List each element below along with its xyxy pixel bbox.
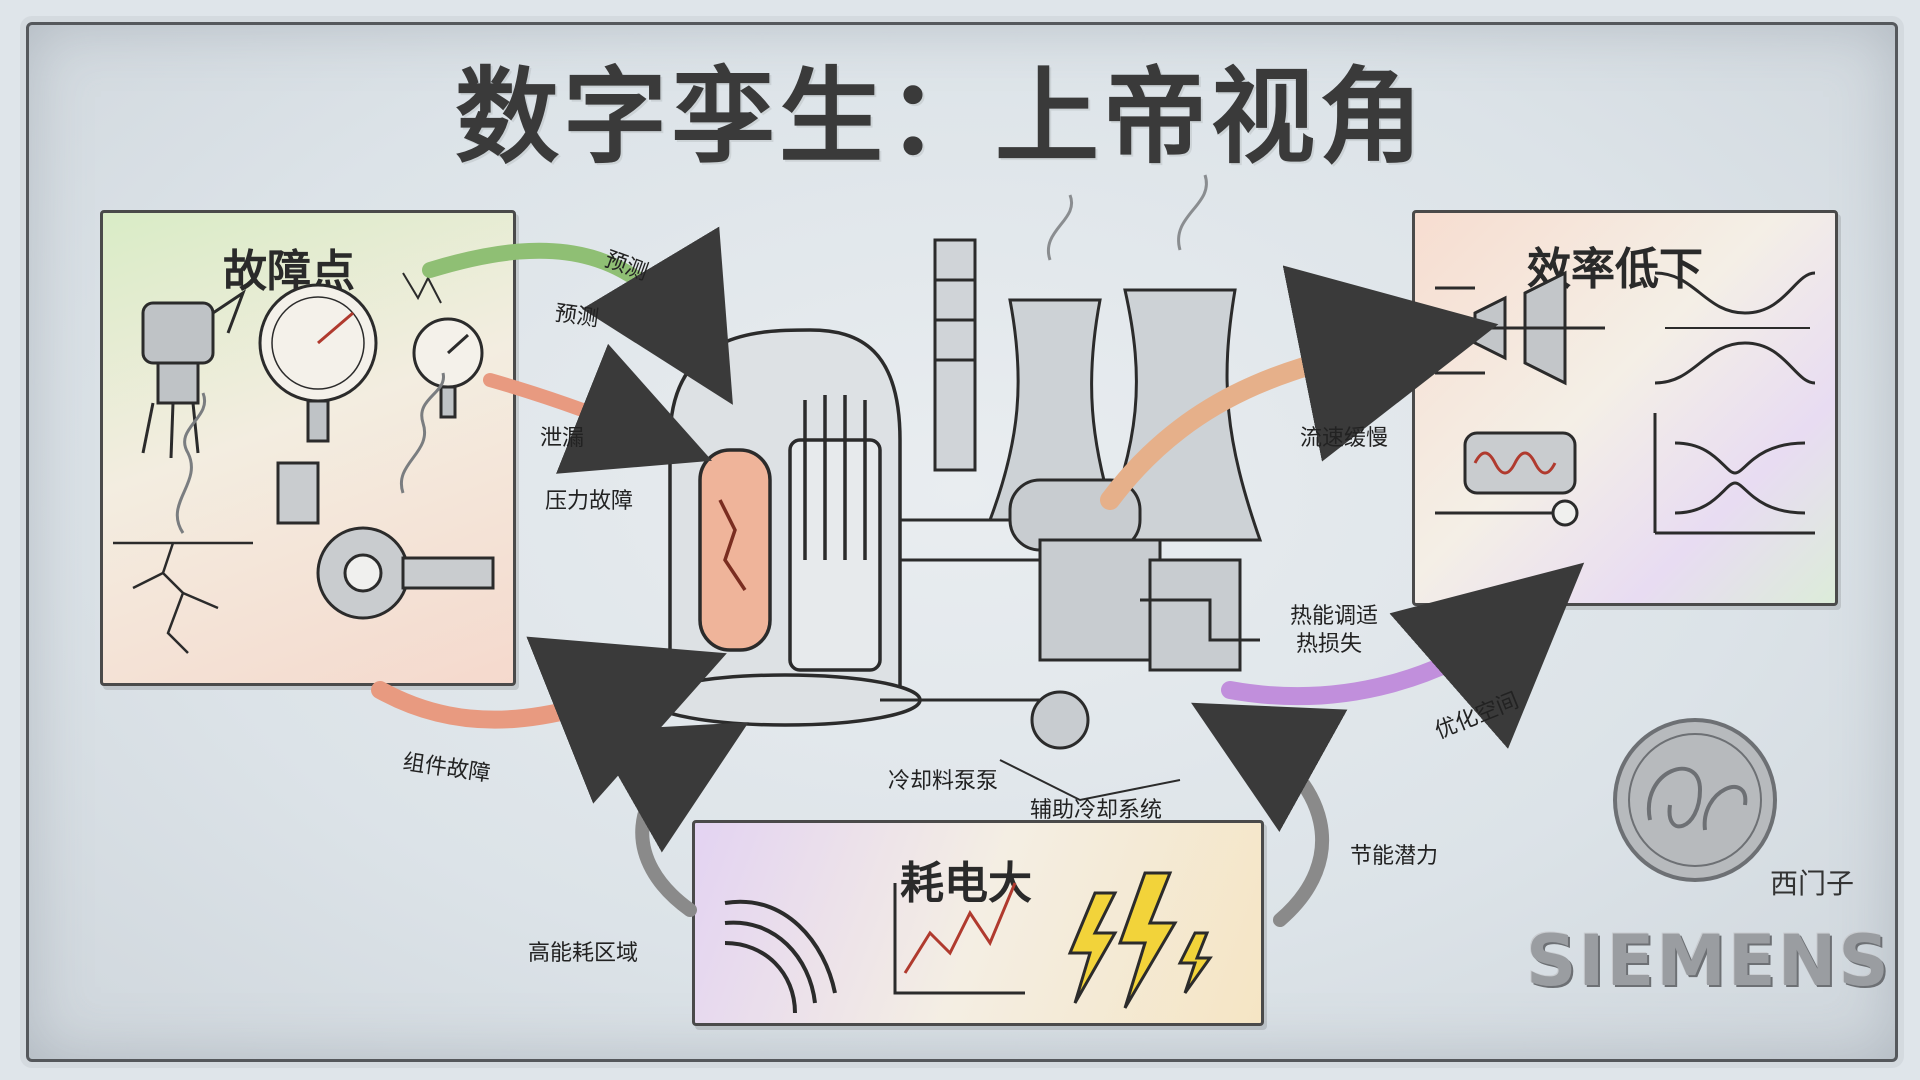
label-leak: 泄漏	[540, 426, 585, 451]
siemens-logo: SIEMENS	[1526, 920, 1891, 1002]
label-heat-loss-b: 热损失	[1296, 632, 1363, 657]
fault-sketches	[113, 272, 495, 654]
label-predict-b: 预测	[553, 301, 601, 332]
flow-diagram-icon	[1653, 413, 1815, 535]
power-sketches	[724, 871, 1213, 1014]
crack-icon	[113, 392, 253, 654]
chimney-icon	[933, 238, 977, 472]
pipework-icon	[880, 478, 1260, 802]
label-pressure-fault: 压力故障	[545, 489, 634, 514]
component-fault-arrow	[371, 636, 727, 804]
saving-arrow	[1191, 702, 1348, 927]
label-heat-loss-a: 热能调适	[1290, 604, 1379, 629]
ge-logo-icon	[1613, 718, 1777, 882]
pipe-constriction-icon	[1654, 271, 1816, 385]
leak-arrow	[483, 343, 712, 474]
leaking-pipe-icon	[276, 372, 495, 620]
page-title: 数字孪生：上帝视角	[455, 56, 1428, 178]
cable-icon	[724, 899, 837, 1014]
valve-icon	[141, 289, 247, 459]
label-aux-cooling: 辅助冷却系统	[1030, 798, 1163, 823]
label-slow-flow: 流速缓慢	[1300, 426, 1389, 451]
predict-arrow	[422, 226, 733, 405]
high-energy-arrow	[592, 722, 749, 917]
optimize-arrow	[1221, 562, 1585, 749]
label-high-energy-zone: 高能耗区域	[528, 941, 639, 966]
efficiency-arrow	[1100, 265, 1499, 510]
power-panel-title: 耗电大	[900, 858, 1032, 909]
fault-panel: 故障点	[100, 210, 516, 686]
label-saving-potential: 节能潜力	[1350, 844, 1439, 869]
ge-caption: 西门子	[1770, 867, 1855, 900]
power-panel: 耗电大	[692, 820, 1264, 1026]
lightning-icon	[1067, 871, 1213, 1009]
label-coolant-pump: 冷却料泵泵	[888, 769, 999, 794]
pressure-gauge-icon	[258, 272, 484, 443]
reactor-icon	[648, 328, 922, 727]
line-chart-icon	[893, 882, 1025, 995]
